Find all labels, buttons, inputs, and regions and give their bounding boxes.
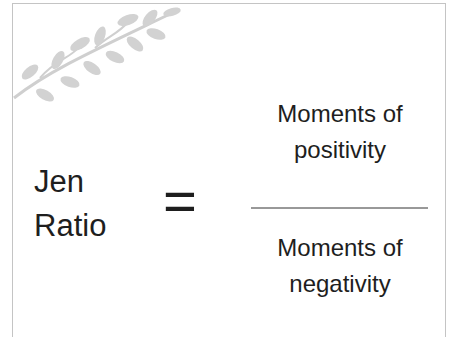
leaf-branch	[14, 6, 182, 105]
slide-frame	[13, 4, 446, 337]
equals-sign: =	[150, 170, 210, 232]
fraction-bar	[251, 208, 428, 209]
numerator: Moments of positivity	[250, 96, 430, 168]
denominator: Moments of negativity	[250, 230, 430, 302]
ratio-name: Jen Ratio	[34, 160, 134, 248]
